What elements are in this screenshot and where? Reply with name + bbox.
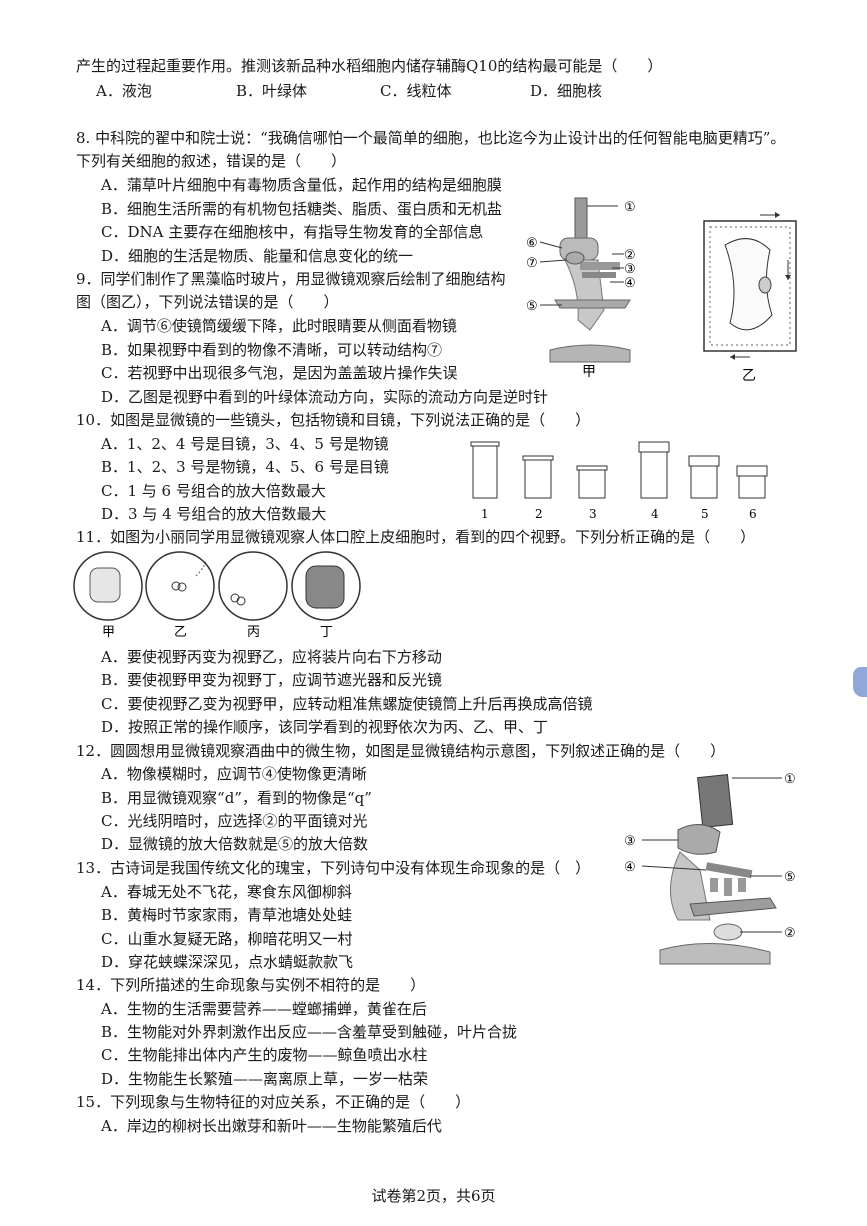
q10-option-c: C．1 与 6 号组合的放大倍数最大 bbox=[101, 482, 326, 500]
q13-option-b: B．黄梅时节家家雨，青草池塘处处蛙 bbox=[101, 906, 353, 924]
q12-option-d: D．显微镜的放大倍数就是⑤的放大倍数 bbox=[101, 835, 369, 853]
q14-stem: 14．下列所描述的生命现象与实例不相符的是 ） bbox=[76, 976, 426, 994]
lens-number-1: 1 bbox=[481, 507, 489, 521]
q10-stem: 10．如图是显微镜的一些镜头，包括物镜和目镜，下列说法正确的是（ ） bbox=[76, 411, 591, 429]
label-1: ① bbox=[624, 200, 636, 215]
field-label-jia: 甲 bbox=[102, 625, 115, 640]
field-label-ding: 丁 bbox=[320, 625, 333, 640]
page-footer: 试卷第2页，共6页 bbox=[371, 1187, 496, 1205]
q12-stem: 12．圆圆想用显微镜观察酒曲中的微生物，如图是显微镜结构示意图，下列叙述正确的是… bbox=[76, 742, 726, 760]
label-4: ④ bbox=[624, 860, 636, 875]
q7-option-c: C．线粒体 bbox=[380, 82, 452, 100]
q11-option-a: A．要使视野丙变为视野乙，应将装片向右下方移动 bbox=[101, 648, 442, 666]
q13-option-c: C．山重水复疑无路，柳暗花明又一村 bbox=[101, 930, 353, 948]
label-2: ② bbox=[624, 248, 636, 263]
q7-option-a: A．液泡 bbox=[96, 82, 152, 100]
lens-number-6: 6 bbox=[749, 507, 757, 521]
label-2: ② bbox=[784, 926, 796, 941]
q12-option-c: C．光线阴暗时，应选择②的平面镜对光 bbox=[101, 812, 368, 830]
q8-option-c: C．DNA 主要存在细胞核中，有指导生物发育的全部信息 bbox=[101, 223, 484, 241]
q9-stem: 9．同学们制作了黑藻临时玻片，用显微镜观察后绘制了细胞结构 bbox=[76, 270, 506, 288]
label-5: ⑤ bbox=[526, 299, 538, 314]
q7-option-d: D．细胞核 bbox=[530, 82, 603, 100]
q9-stem-2: 图（图乙），下列说法错误的是（ ） bbox=[76, 293, 339, 311]
q8-option-d: D．细胞的生活是物质、能量和信息变化的统一 bbox=[101, 247, 414, 265]
q13-stem: 13．古诗词是我国传统文化的瑰宝，下列诗句中没有体现生命现象的是（ ） bbox=[76, 859, 591, 877]
label-1: ① bbox=[784, 772, 796, 787]
q12-option-b: B．用显微镜观察“d”，看到的物像是“q” bbox=[101, 789, 372, 807]
q8-option-a: A．蒲草叶片细胞中有毒物质含量低，起作用的结构是细胞膜 bbox=[101, 176, 502, 194]
label-3: ③ bbox=[624, 834, 636, 849]
lens-number-5: 5 bbox=[701, 507, 709, 521]
lens-number-3: 3 bbox=[589, 507, 597, 521]
q8-stem-2: 下列有关细胞的叙述，错误的是（ ） bbox=[76, 152, 347, 170]
q12-option-a: A．物像模糊时，应调节④使物像更清晰 bbox=[101, 765, 367, 783]
label-6: ⑥ bbox=[526, 236, 538, 251]
q9-option-c: C．若视野中出现很多气泡，是因为盖盖玻片操作失误 bbox=[101, 364, 458, 382]
label-7: ⑦ bbox=[526, 256, 538, 271]
q10-option-d: D．3 与 4 号组合的放大倍数最大 bbox=[101, 505, 327, 523]
label-3: ③ bbox=[624, 262, 636, 277]
field-label-yi: 乙 bbox=[174, 625, 187, 640]
q11-option-d: D．按照正常的操作顺序，该同学看到的视野依次为丙、乙、甲、丁 bbox=[101, 718, 549, 736]
q15-option-a: A．岸边的柳树长出嫩芽和新叶——生物能繁殖后代 bbox=[101, 1117, 442, 1135]
q11-stem: 11．如图为小丽同学用显微镜观察人体口腔上皮细胞时，看到的四个视野。下列分析正确… bbox=[76, 528, 756, 546]
q10-option-a: A．1、2、4 号是目镜，3、4、5 号是物镜 bbox=[101, 435, 389, 453]
fields-of-view-figure: 甲 乙 丙 丁 bbox=[73, 551, 361, 640]
label-5: ⑤ bbox=[784, 870, 796, 885]
q9-option-b: B．如果视野中看到的物像不清晰，可以转动结构⑦ bbox=[101, 341, 443, 359]
q7-option-b: B．叶绿体 bbox=[236, 82, 308, 100]
q13-option-a: A．春城无处不飞花，寒食东风御柳斜 bbox=[101, 883, 352, 901]
q15-stem: 15．下列现象与生物特征的对应关系，不正确的是（ ） bbox=[76, 1093, 471, 1111]
lenses-figure: 1 2 3 4 5 6 bbox=[470, 441, 768, 521]
q14-option-d: D．生物能生长繁殖——离离原上草，一岁一枯荣 bbox=[101, 1070, 429, 1088]
lens-number-4: 4 bbox=[651, 507, 659, 521]
q10-option-b: B．1、2、3 号是物镜，4、5、6 号是目镜 bbox=[101, 458, 389, 476]
lens-number-2: 2 bbox=[535, 507, 543, 521]
microscope-structure-figure: ① ② ③ ④ ⑤ bbox=[624, 772, 796, 965]
q14-option-c: C．生物能排出体内产生的废物——鲸鱼喷出水柱 bbox=[101, 1046, 428, 1064]
q9-option-d: D．乙图是视野中看到的叶绿体流动方向，实际的流动方向是逆时针 bbox=[101, 388, 549, 406]
q9-option-a: A．调节⑥使镜筒缓缓下降，此时眼睛要从侧面看物镜 bbox=[101, 317, 457, 335]
q7-options: A．液泡 B．叶绿体 C．线粒体 D．细胞核 bbox=[96, 80, 696, 102]
microscope-figure-jia: ① ② ③ ④ ⑤ ⑥ ⑦ 甲 bbox=[526, 197, 636, 380]
q11-option-b: B．要使视野甲变为视野丁，应调节遮光器和反光镜 bbox=[101, 671, 443, 689]
q8-option-b: B．细胞生活所需的有机物包括糖类、脂质、蛋白质和无机盐 bbox=[101, 200, 503, 218]
q13-option-d: D．穿花蛱蝶深深见，点水蜻蜓款款飞 bbox=[101, 953, 354, 971]
q14-option-a: A．生物的生活需要营养——螳螂捕蝉，黄雀在后 bbox=[101, 1000, 427, 1018]
field-label-bing: 丙 bbox=[247, 625, 260, 640]
page-edge-mark bbox=[853, 667, 867, 697]
q7-stem-tail: 产生的过程起重要作用。推测该新品种水稻细胞内储存辅酶Q10的结构最可能是（ ） bbox=[76, 57, 663, 75]
q8-stem: 8. 中科院的翟中和院士说：“我确信哪怕一个最简单的细胞，也比迄今为止设计出的任… bbox=[76, 129, 786, 147]
q14-option-b: B．生物能对外界刺激作出反应——含羞草受到触碰，叶片合拢 bbox=[101, 1023, 518, 1041]
plant-cell-figure-yi: 乙 bbox=[703, 212, 797, 384]
label-4: ④ bbox=[624, 276, 636, 291]
caption-yi: 乙 bbox=[742, 368, 756, 384]
caption-jia: 甲 bbox=[582, 364, 596, 380]
q11-option-c: C．要使视野乙变为视野甲，应转动粗准焦螺旋使镜筒上升后再换成高倍镜 bbox=[101, 695, 593, 713]
